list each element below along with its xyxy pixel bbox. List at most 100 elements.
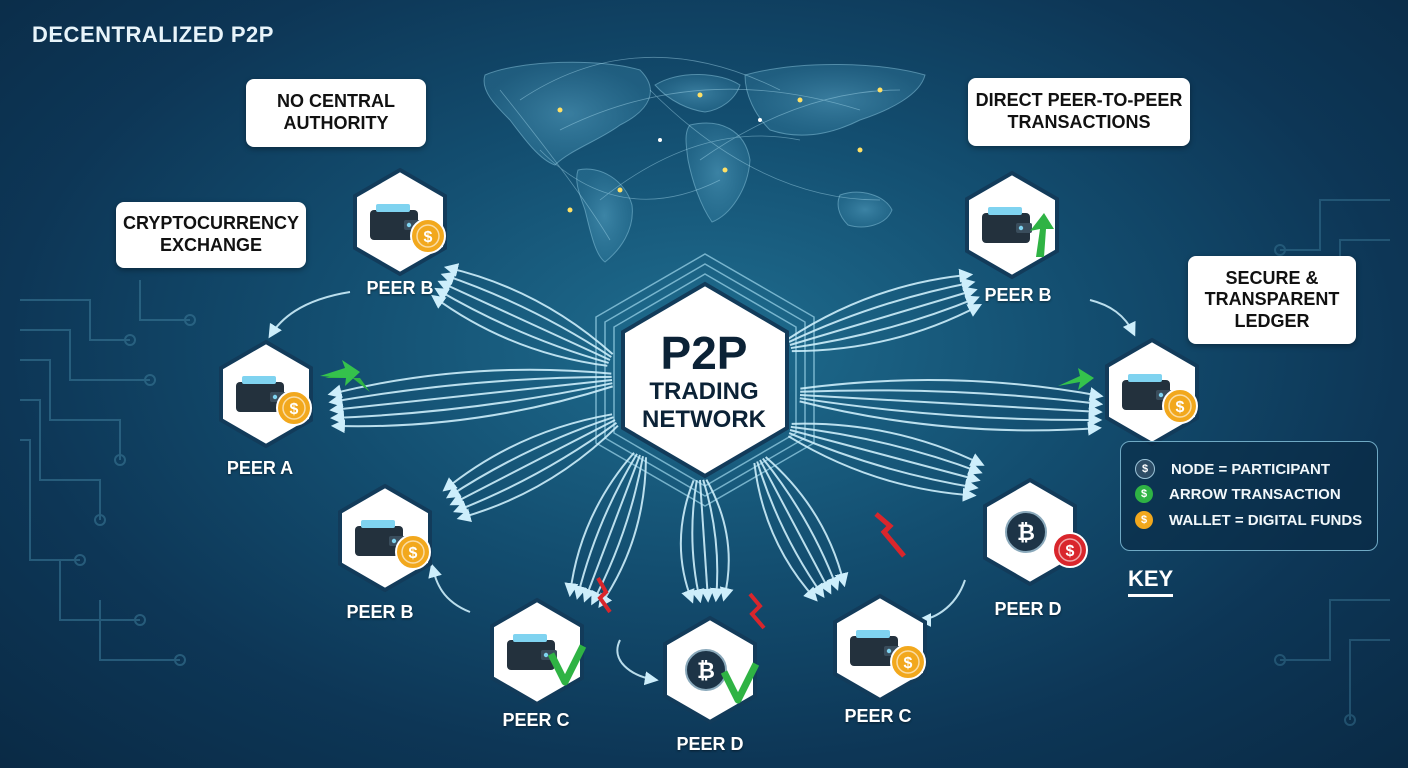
peripheral-arrow: [428, 563, 471, 613]
bitcoin-coin-icon: ₿: [685, 649, 727, 691]
world-map: [483, 61, 926, 263]
wallet-icon: [1122, 374, 1172, 410]
connection-arrows: [268, 263, 1136, 686]
red-dollar-coin-icon: $: [1052, 532, 1088, 568]
connection-arrow: [791, 422, 985, 466]
svg-text:$: $: [409, 545, 418, 562]
connection-arrow: [762, 457, 840, 591]
bitcoin-coin-icon: ₿: [1005, 511, 1047, 553]
connection-arrow: [790, 295, 980, 350]
connection-arrow: [753, 462, 818, 602]
connection-arrow: [330, 385, 613, 434]
green-arrow-icon: [1030, 213, 1054, 257]
svg-text:$: $: [1066, 543, 1075, 560]
red-transaction-mark-3: [874, 512, 906, 558]
checkmark-icon: [720, 662, 760, 704]
svg-text:$: $: [904, 655, 913, 672]
dollar-coin-icon: $: [276, 390, 312, 426]
connection-arrow: [679, 480, 695, 604]
wallet-coin-icon: $: [1135, 511, 1153, 529]
peer-label-c-left: PEER C: [502, 710, 570, 730]
connection-arrow: [330, 382, 613, 425]
connection-arrow: [800, 389, 1104, 410]
peer-label-b-right: PEER B: [984, 285, 1052, 305]
connection-arrow: [449, 419, 616, 506]
callout-secure-ledger: SECURE & TRANSPARENT LEDGER: [1188, 256, 1356, 344]
svg-text:₿: ₿: [697, 659, 715, 684]
connection-arrow: [431, 294, 608, 367]
key-label-node: NODE = PARTICIPANT: [1171, 460, 1331, 478]
connection-arrow: [787, 268, 974, 340]
connection-arrow: [791, 304, 983, 353]
connection-arrow: [799, 400, 1102, 436]
peer-node-peer-far-right: $: [1105, 337, 1199, 447]
wallet-icon: [850, 630, 900, 666]
svg-text:₿: ₿: [1017, 521, 1035, 546]
connection-arrow: [598, 457, 647, 608]
connection-arrow: [759, 459, 832, 595]
connection-arrow: [699, 479, 715, 603]
connection-arrow: [453, 422, 618, 514]
callout-text: CRYPTOCURRENCY EXCHANGE: [122, 213, 300, 255]
key-label-arrow: ARROW TRANSACTION: [1169, 485, 1341, 503]
connection-arrow: [789, 286, 978, 346]
peer-label-d-bottom: PEER D: [676, 734, 744, 754]
connection-arrow: [788, 277, 976, 343]
transaction-accents: [320, 360, 1094, 630]
circuit-decoration-left: [20, 280, 196, 666]
dollar-coin-icon: $: [1162, 388, 1198, 424]
key-title: KEY: [1128, 566, 1174, 597]
callout-no-central-authority: NO CENTRAL AUTHORITY: [246, 79, 426, 147]
connection-arrow: [564, 452, 635, 598]
connection-arrow: [456, 424, 619, 522]
svg-text:$: $: [290, 401, 299, 418]
connection-arrow: [434, 287, 609, 364]
key-label-wallet: WALLET = DIGITAL FUNDS: [1169, 511, 1363, 529]
peer-label-b-top: PEER B: [366, 278, 434, 298]
hub-subtitle: TRADING NETWORK: [642, 378, 766, 433]
connection-arrow: [756, 461, 825, 599]
hub-title: P2P: [660, 327, 748, 379]
connection-arrow: [799, 397, 1103, 428]
connection-arrow: [788, 432, 979, 493]
connection-arrow: [582, 454, 641, 603]
connection-arrow: [329, 379, 613, 416]
peer-node-peer-b-right: [965, 170, 1059, 280]
peer-node-peer-d-right: ₿$: [983, 477, 1088, 587]
peer-label-b-mid: PEER B: [346, 602, 414, 622]
peer-node-peer-b-top: $: [353, 167, 447, 277]
connection-arrow: [591, 455, 644, 606]
peer-node-peer-a: $: [219, 339, 313, 449]
map-city-dots: [557, 87, 883, 213]
key-row-arrow: $ ARROW TRANSACTION: [1135, 485, 1341, 503]
callout-text: NO CENTRAL AUTHORITY: [277, 91, 395, 133]
peripheral-arrow: [616, 639, 659, 686]
hub-label: P2P TRADING NETWORK: [604, 330, 804, 433]
callout-direct-p2p: DIRECT PEER-TO-PEER TRANSACTIONS: [968, 78, 1190, 146]
connection-arrow: [328, 375, 612, 407]
connection-arrow: [440, 271, 612, 358]
svg-text:$: $: [424, 229, 433, 246]
key-legend: $ NODE = PARTICIPANT $ ARROW TRANSACTION…: [1120, 441, 1378, 551]
connection-arrow: [573, 453, 638, 600]
peripheral-arrow: [268, 291, 351, 339]
connection-arrow: [443, 263, 614, 355]
node-coin-icon: $: [1135, 459, 1155, 479]
connection-arrow: [799, 394, 1103, 419]
peer-label-c-right: PEER C: [844, 706, 912, 726]
page-title: DECENTRALIZED P2P: [32, 22, 274, 47]
connection-arrow: [690, 480, 705, 604]
connection-arrow: [800, 379, 1104, 401]
central-hub: [621, 281, 789, 479]
green-transaction-arrow-right: [1058, 368, 1094, 390]
peripheral-arrow: [1089, 299, 1136, 337]
callout-text: SECURE & TRANSPARENT LEDGER: [1204, 267, 1340, 331]
red-transaction-mark-1: [596, 577, 612, 614]
peer-node-peer-c-right: $: [833, 593, 927, 703]
svg-text:$: $: [1176, 399, 1185, 416]
arrow-coin-icon: $: [1135, 485, 1153, 503]
peer-node-peer-c-left: [490, 597, 587, 707]
connection-arrow: [702, 479, 724, 603]
connection-arrow: [764, 456, 849, 588]
